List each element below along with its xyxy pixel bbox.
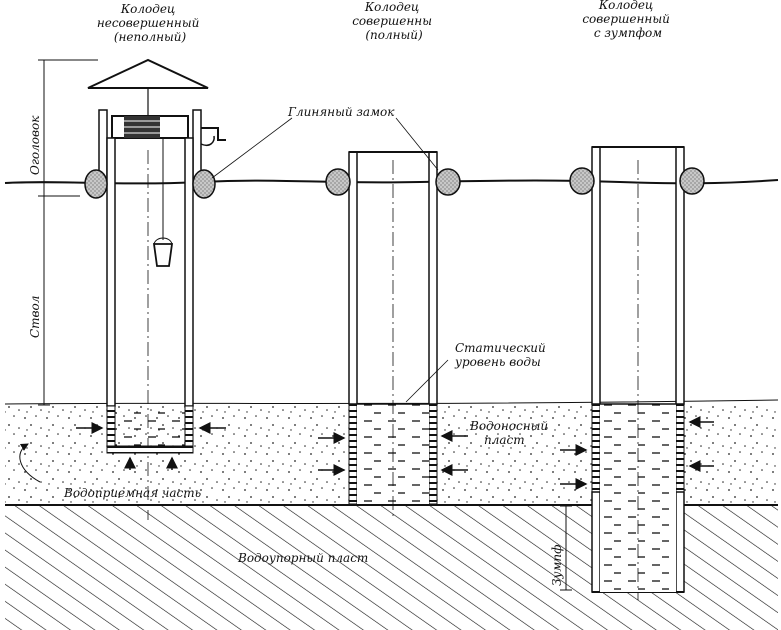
shaft-wall-left: [348, 151, 358, 405]
label-aquifer: Водоносный пласт: [469, 419, 552, 447]
label-clay-lock: Глиняный замок: [287, 105, 395, 119]
intake-screen-left: [348, 403, 358, 505]
clay-lock-left: [325, 168, 351, 196]
label-sump: Зумпф: [550, 544, 564, 586]
title-well-complete: Колодец совершенны (полный): [352, 0, 436, 42]
label-aquitard: Водоупорный пласт: [237, 551, 368, 565]
ground-surface: [4, 179, 779, 185]
well-with-sump: [560, 146, 714, 600]
clay-lock-right: [435, 168, 461, 196]
intake-screen-left: [591, 403, 601, 493]
label-head: Оголовок: [28, 115, 42, 175]
static-level-leader: [405, 359, 449, 403]
clay-lock-left: [84, 169, 108, 199]
clay-lock-right: [679, 167, 705, 195]
sump-wall-left: [591, 491, 601, 593]
label-shaft: Ствол: [28, 296, 42, 338]
clay-lock-left: [569, 167, 595, 195]
intake-screen-right: [675, 403, 685, 493]
windlass-crank: [201, 127, 226, 141]
shaft-wall-right: [428, 151, 438, 405]
intake-leader: [19, 443, 41, 483]
clay-lock-right: [192, 169, 216, 199]
title-well-incomplete: Колодец несовершенный (неполный): [97, 2, 203, 44]
bucket-icon: [152, 243, 174, 267]
intake-screen-right: [428, 403, 438, 505]
sump-wall-right: [675, 491, 685, 593]
shaft-wall-left: [106, 137, 116, 407]
title-well-with-sump: Колодец совершенный с зумпфом: [582, 0, 673, 40]
intake-screen-right: [184, 405, 194, 453]
shaft-wall-right: [184, 137, 194, 407]
label-intake: Водоприемная часть: [63, 486, 201, 500]
intake-screen-bottom: [106, 445, 194, 454]
dimension-lines: [38, 59, 98, 406]
label-static-level: Статический уровень воды: [454, 341, 550, 369]
intake-screen-left: [106, 405, 116, 453]
well-incomplete: [76, 58, 226, 520]
well-complete: [318, 151, 468, 520]
well-roof: [87, 58, 209, 89]
aquifer-top: [4, 399, 779, 405]
clay-lock-leader: [211, 117, 293, 179]
